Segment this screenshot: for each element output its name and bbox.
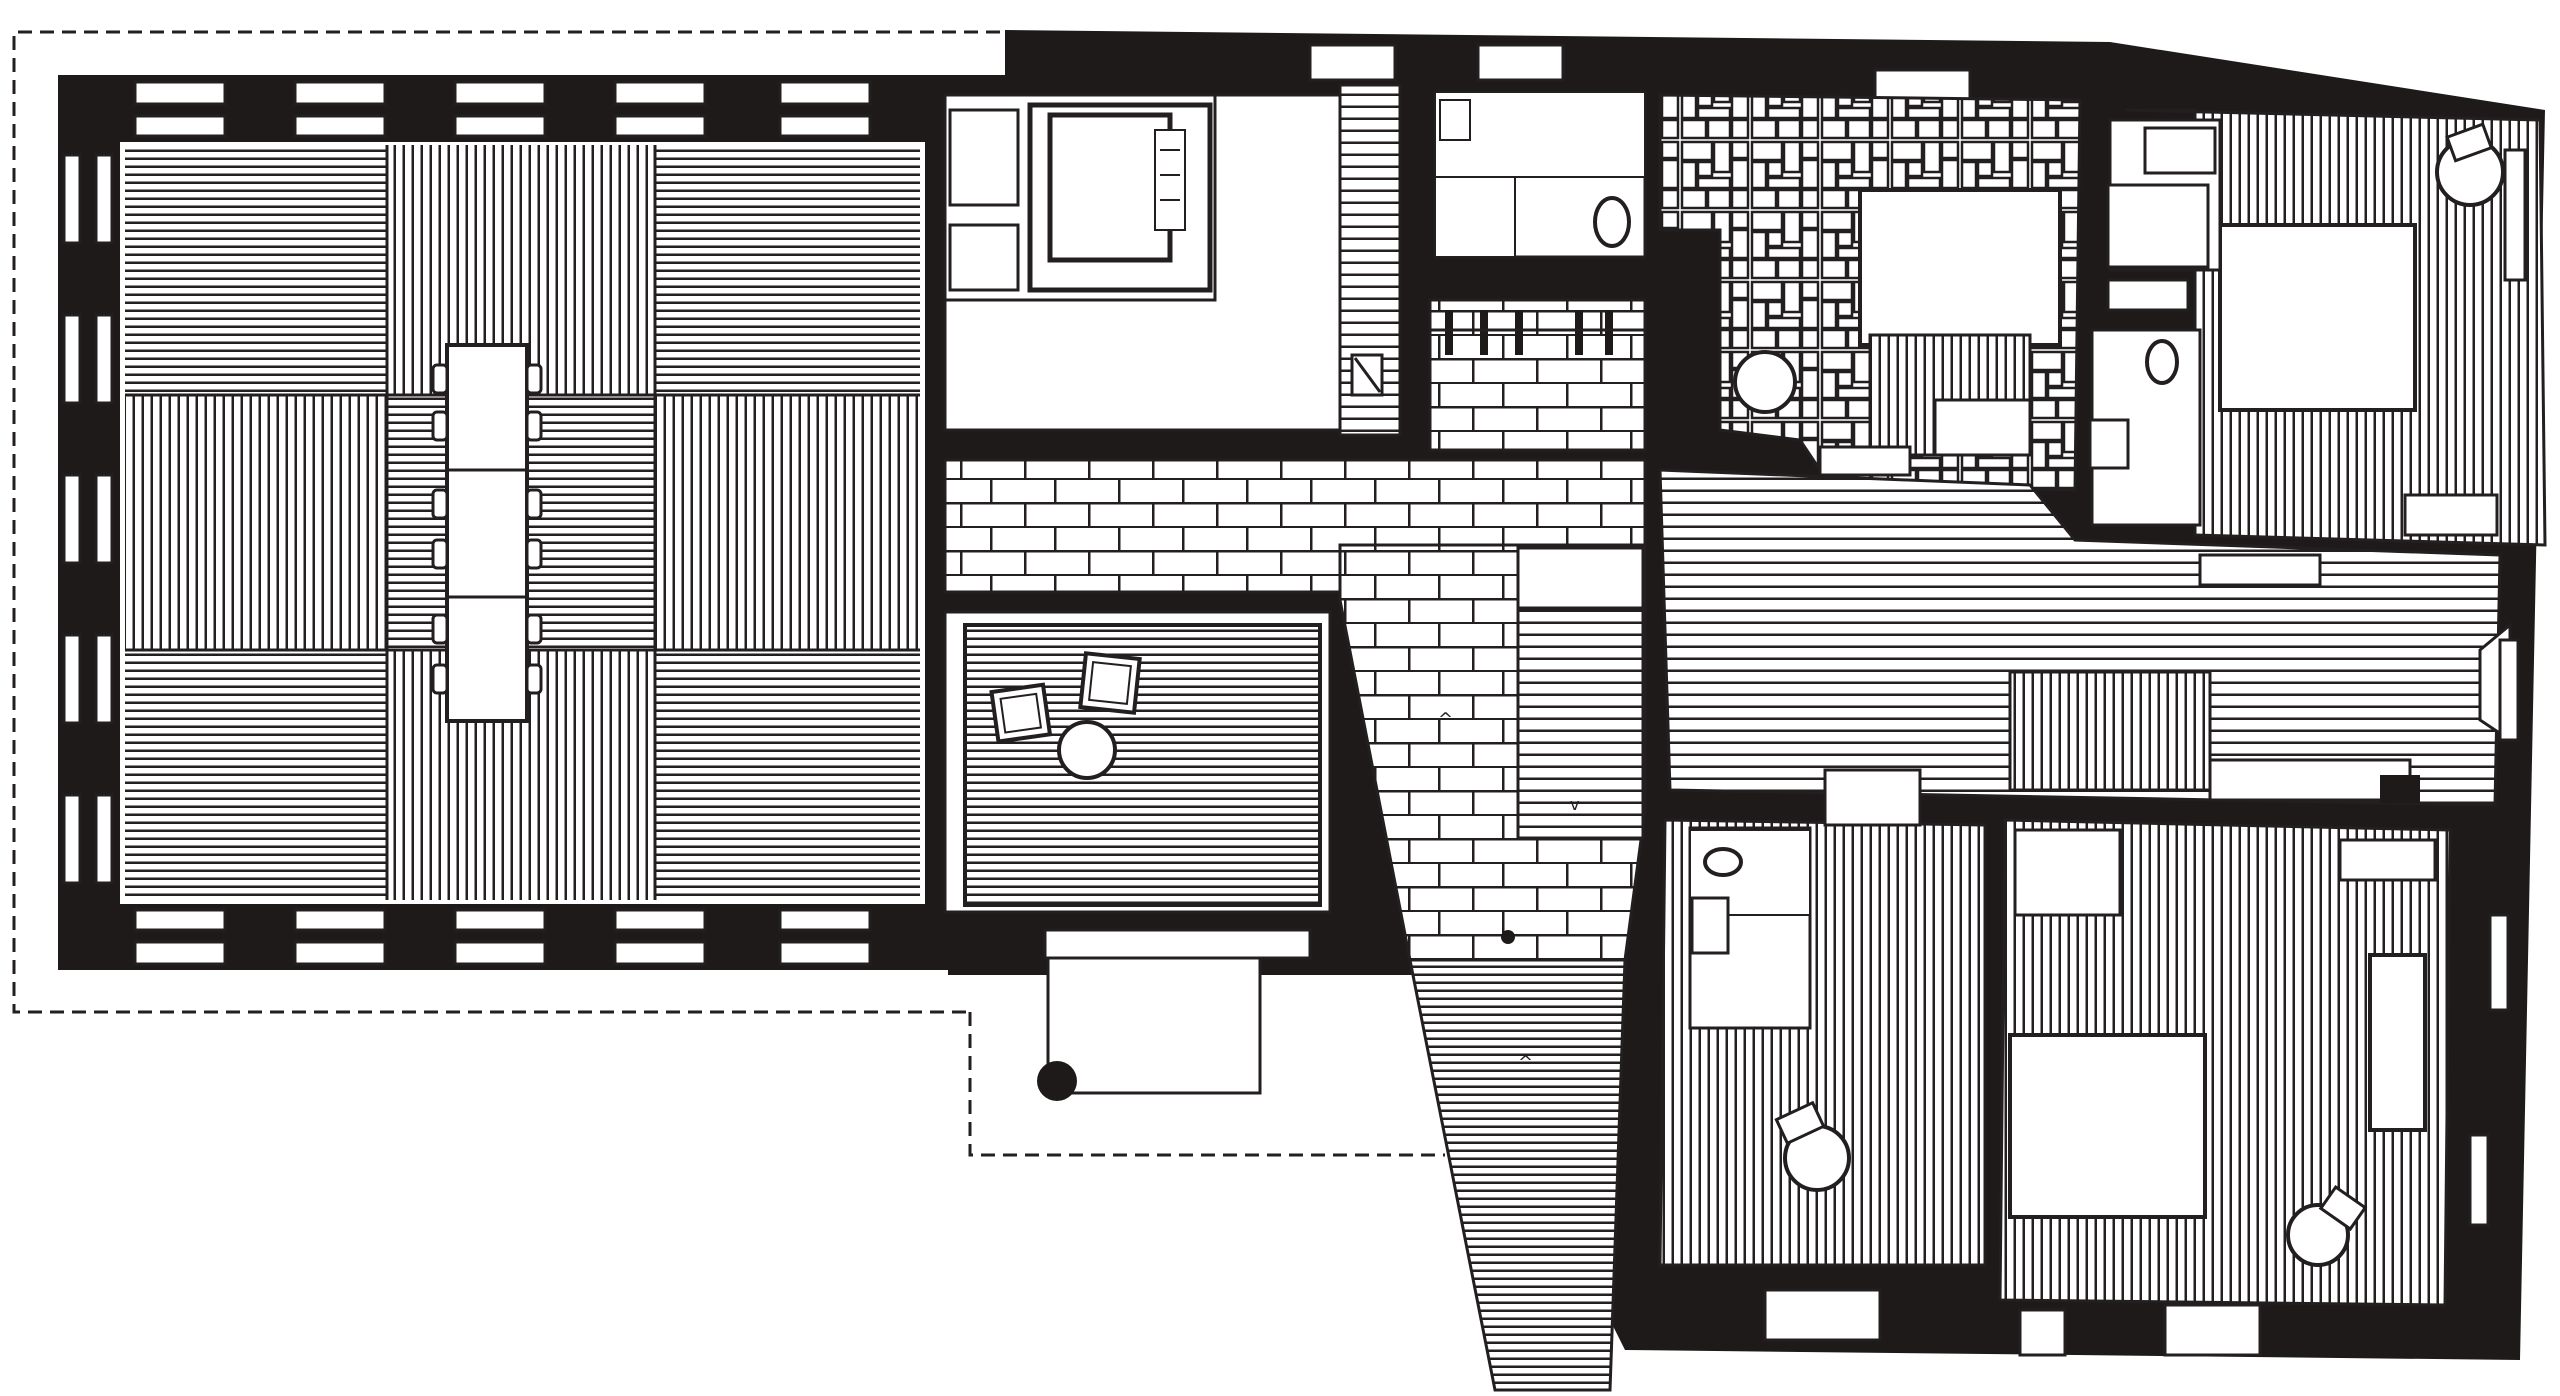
dining-chairs xyxy=(431,363,543,695)
bathroom-north-east xyxy=(2088,118,2222,527)
stair-marker-down: v xyxy=(1570,795,1579,814)
bathroom-north xyxy=(1433,90,1647,259)
site-boundary xyxy=(12,30,1445,1157)
great-hall-side-windows xyxy=(62,153,114,885)
stair-marker-up: ^ xyxy=(1438,709,1453,730)
sitting-room xyxy=(943,610,1332,914)
exterior-stair xyxy=(1408,958,1627,1392)
stair-marker-outer: ^ xyxy=(1518,1052,1533,1073)
dining-table xyxy=(431,343,543,723)
east-windows xyxy=(2468,148,2527,1227)
bedroom-south-east xyxy=(1998,818,2452,1357)
bedroom-south-west xyxy=(1658,768,1987,1342)
bedroom-north-west xyxy=(1658,93,2082,492)
great-hall-windows xyxy=(133,80,872,966)
kitchen xyxy=(943,83,1402,437)
east-hall xyxy=(1658,468,2512,807)
bedroom-north-east xyxy=(2124,108,2547,547)
entrance-landing xyxy=(1037,928,1312,1101)
staircase: ^ v xyxy=(1438,546,1645,944)
stone-vestibule xyxy=(1428,298,1647,452)
